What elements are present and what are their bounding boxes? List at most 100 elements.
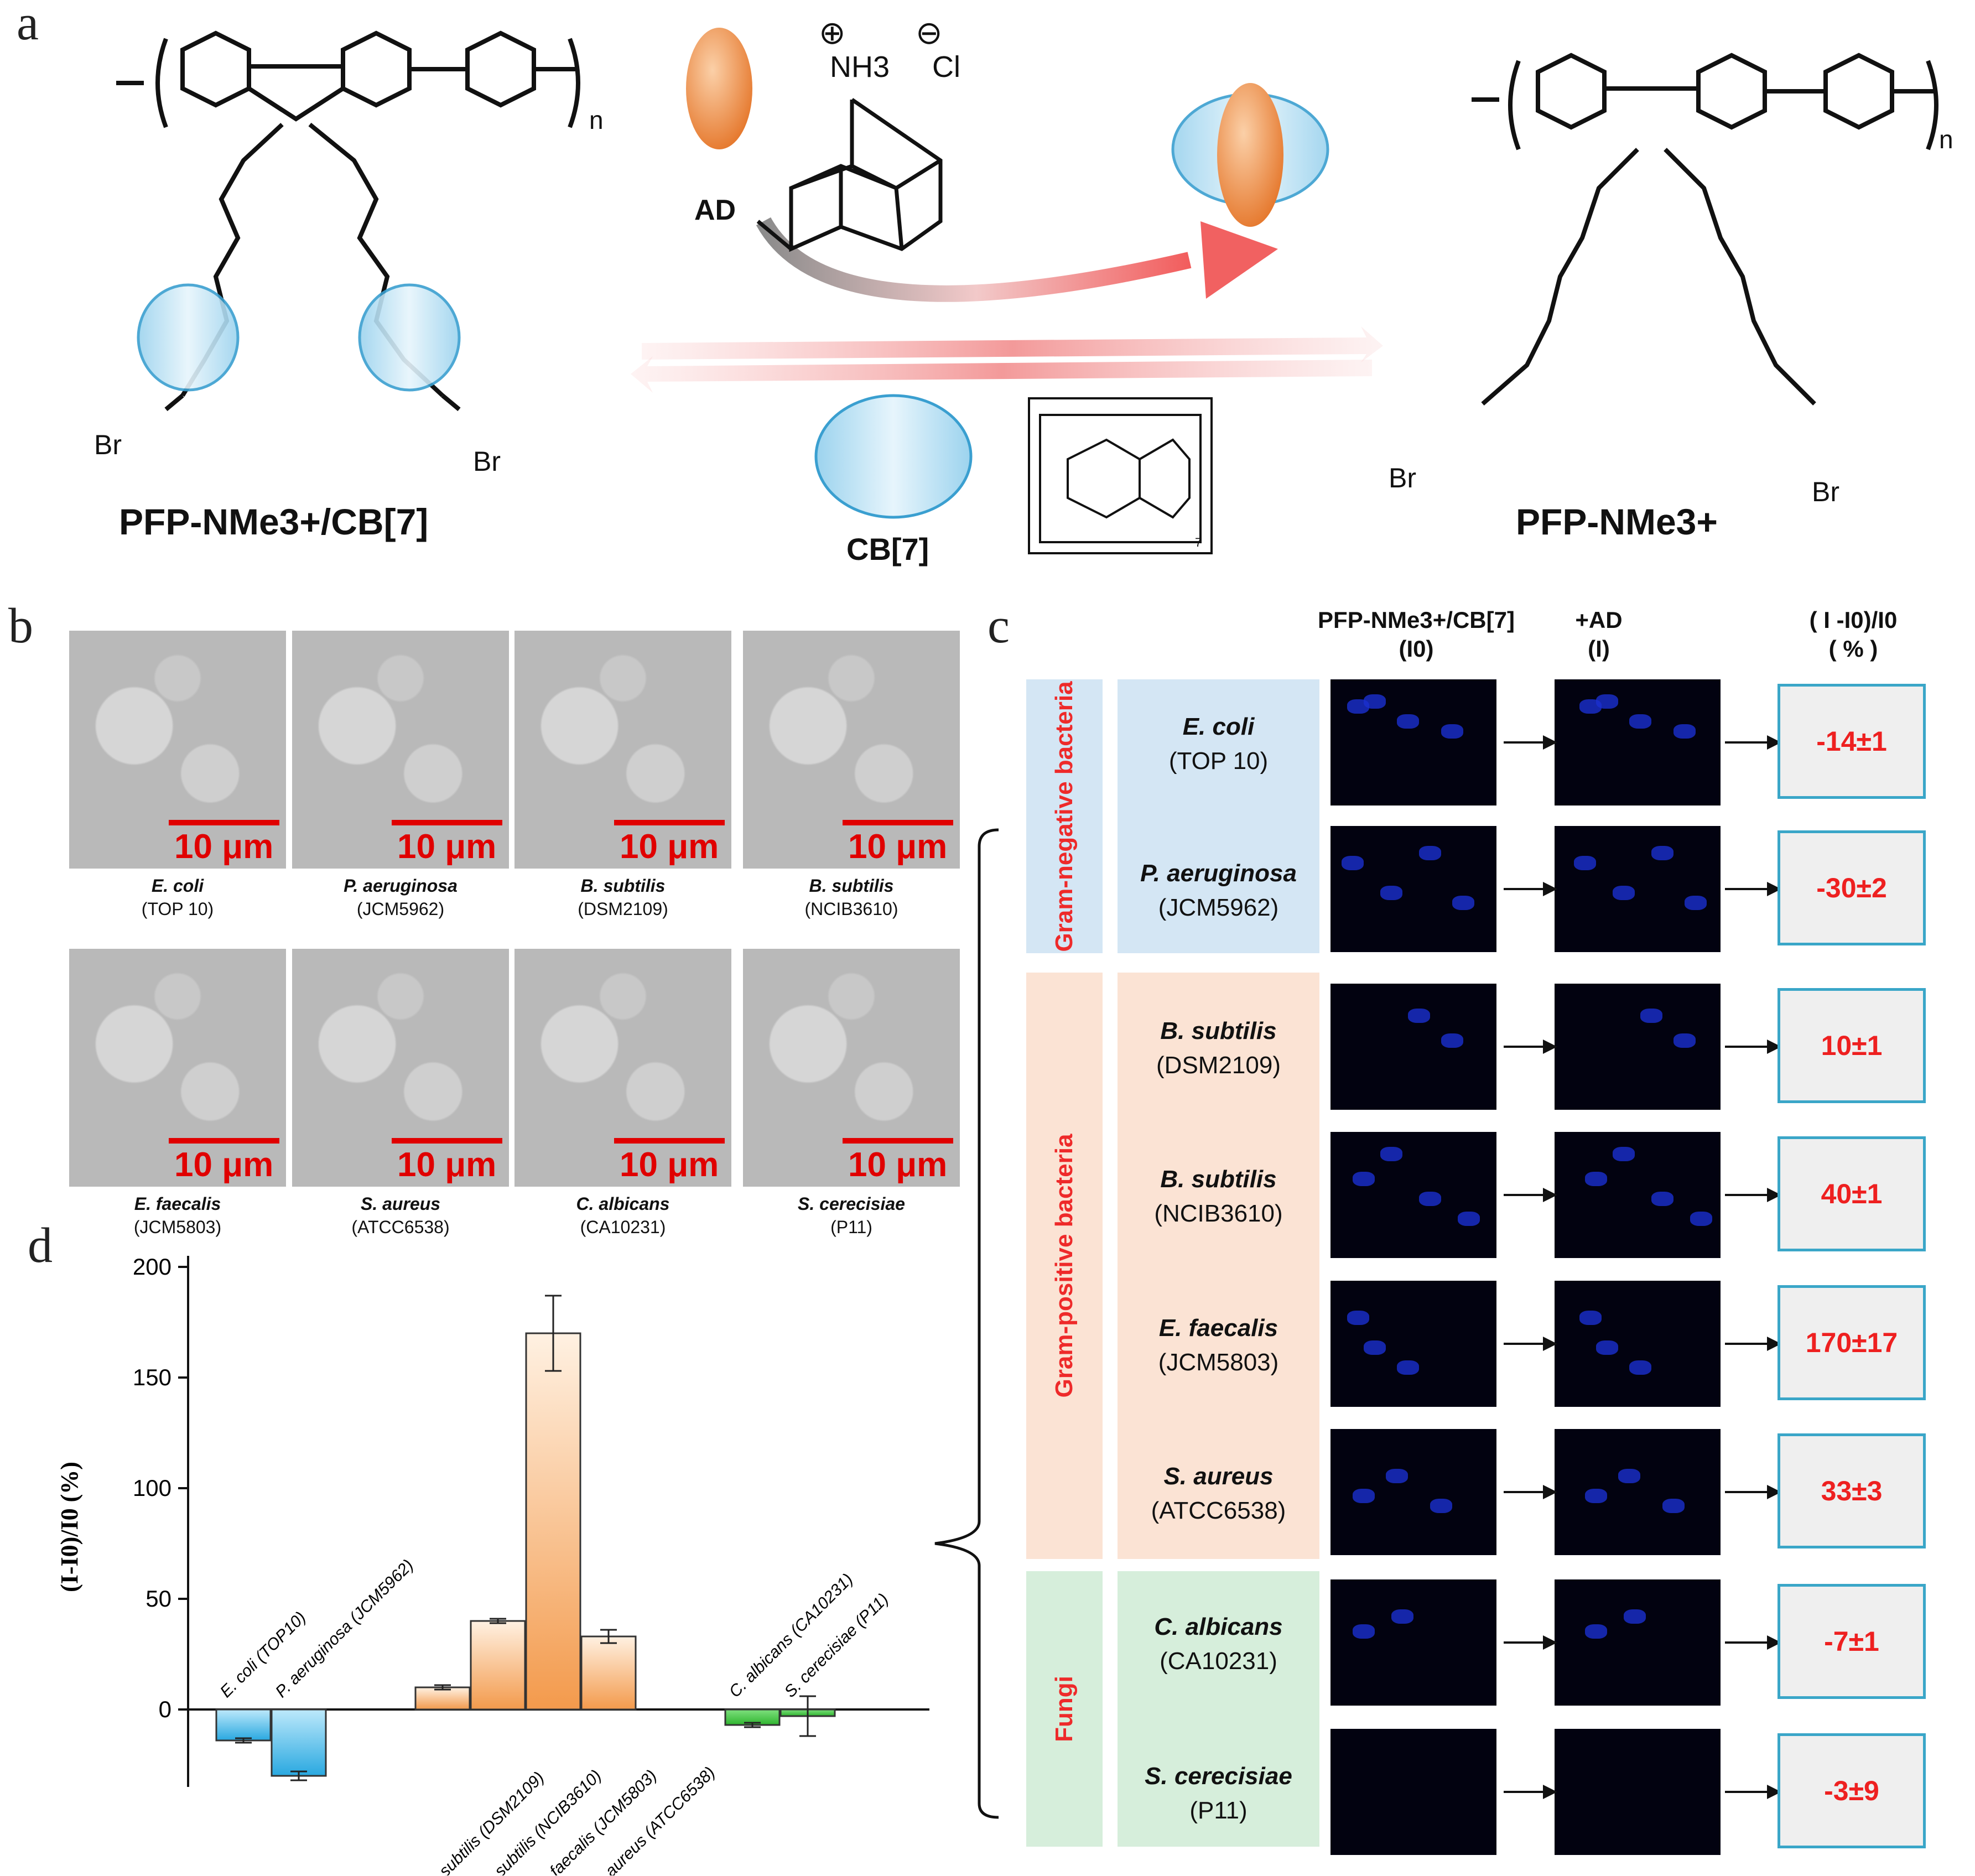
micrograph-6: 10 μm (292, 949, 509, 1187)
y-tick-label: 150 (133, 1364, 171, 1390)
curved-arrow (756, 217, 1192, 302)
strain-id: (CA10231) (1160, 1648, 1277, 1675)
col3-header-sub: ( % ) (1828, 636, 1878, 662)
right-br-1: Br (1389, 462, 1416, 493)
cell-blob (1690, 1212, 1712, 1226)
right-polymer-structure (1472, 53, 1938, 406)
cell-blob (1452, 896, 1474, 910)
scale-bar-label: 10 μm (848, 1146, 948, 1184)
change-value-box: -7±1 (1778, 1584, 1926, 1699)
ad-label: AD (694, 194, 736, 226)
scale-bar (392, 820, 502, 825)
arrow-icon (1725, 1491, 1769, 1493)
caption-species: E. faecalis (134, 1194, 221, 1214)
cell-blob (1651, 846, 1673, 860)
strain-label-4: B. subtilis(NCIB3610) (1118, 1162, 1319, 1231)
col2-header-sub: (I) (1588, 636, 1610, 662)
scale-bar-label: 10 μm (174, 1146, 274, 1184)
arrow-icon (1504, 1046, 1545, 1048)
arrow-icon (1504, 1194, 1545, 1196)
fluorescence-image-i (1555, 826, 1721, 952)
bar (580, 1635, 637, 1711)
strain-species: E. faecalis (1158, 1314, 1278, 1342)
arrow-icon (1725, 888, 1769, 890)
arrowhead-icon (1543, 1485, 1557, 1499)
caption-strain: (NCIB3610) (804, 899, 898, 919)
cell-blob (1458, 1212, 1480, 1226)
cell-blob (1353, 1172, 1375, 1186)
cell-blob (1579, 1311, 1602, 1325)
left-br-2: Br (473, 446, 501, 477)
cell-blob (1342, 856, 1364, 870)
change-value-box: -30±2 (1778, 830, 1926, 945)
cell-blob (1441, 724, 1463, 739)
arrow-icon (1725, 1791, 1769, 1793)
change-value-box: 40±1 (1778, 1136, 1926, 1251)
scale-bar-label: 10 μm (620, 828, 719, 866)
caption-strain: (DSM2109) (578, 899, 668, 919)
fluorescence-image-i0 (1330, 826, 1496, 952)
strain-id: (DSM2109) (1156, 1052, 1281, 1079)
col1-header-sub: (I0) (1399, 636, 1434, 662)
cell-blob (1441, 1033, 1463, 1048)
strain-label-1: E. coli (TOP 10) (1118, 710, 1319, 778)
scale-bar (843, 1138, 953, 1144)
cell-blob (1624, 1609, 1646, 1624)
category-fungi-label: Fungi (1051, 1676, 1078, 1742)
micrograph-caption: B. subtilis(DSM2109) (514, 874, 731, 921)
left-cb7-ring-2 (358, 283, 461, 392)
bracket-connector (934, 828, 999, 1819)
cell-blob (1673, 1033, 1696, 1048)
arrow-icon (1504, 1791, 1545, 1793)
cell-blob (1673, 724, 1696, 739)
cell-blob (1585, 1172, 1607, 1186)
strain-species: B. subtilis (1160, 1017, 1277, 1044)
cell-blob (1585, 1489, 1607, 1503)
change-value-box: -3±9 (1778, 1733, 1926, 1848)
reverse-arrow (631, 356, 1372, 393)
arrow-icon (1504, 1343, 1545, 1345)
micrograph-caption: P. aeruginosa(JCM5962) (292, 874, 509, 921)
cb7-barrel (814, 394, 973, 519)
cell-blob (1618, 1469, 1640, 1483)
arrow-icon (1725, 1641, 1769, 1644)
strain-species: E. coli (1182, 713, 1255, 740)
micrograph-3: 10 μm (514, 631, 731, 869)
fluorescence-image-i (1555, 1429, 1721, 1555)
caption-species: P. aeruginosa (344, 876, 458, 896)
arrow-icon (1504, 1491, 1545, 1493)
arrowhead-icon (1543, 1188, 1557, 1202)
arrow-icon (1504, 1641, 1545, 1644)
micrograph-4: 10 μm (743, 631, 960, 869)
strain-label-5: E. faecalis (JCM5803) (1118, 1311, 1319, 1380)
strain-label-7: C. albicans(CA10231) (1118, 1610, 1319, 1678)
strain-label-8: S. cerecisiae(P11) (1118, 1759, 1319, 1828)
caption-species: B. subtilis (809, 876, 894, 896)
strain-species: B. subtilis (1160, 1166, 1277, 1193)
cell-blob (1640, 1009, 1662, 1023)
panel-letter-d: d (28, 1218, 53, 1273)
strain-id: (ATCC6538) (1151, 1497, 1286, 1524)
cell-blob (1596, 694, 1618, 709)
micrograph-1: 10 μm (69, 631, 286, 869)
fluorescence-image-i0 (1330, 1729, 1496, 1855)
col2-header: +AD (I) (1543, 606, 1654, 663)
left-n-subscript: n (589, 106, 604, 134)
scale-bar (169, 1138, 279, 1144)
fluorescence-image-i (1555, 1579, 1721, 1706)
arrow-icon (1725, 741, 1769, 744)
bar (724, 1708, 781, 1726)
strain-id: (TOP 10) (1168, 747, 1269, 775)
gram-negative-strain-bg (1118, 679, 1319, 953)
left-cb7-ring-1 (137, 283, 240, 392)
cb7-label: CB[7] (846, 532, 929, 567)
cell-blob (1397, 714, 1419, 729)
strain-id: (JCM5803) (1158, 1349, 1279, 1376)
caption-strain: (P11) (830, 1217, 872, 1237)
arrow-icon (1725, 1046, 1769, 1048)
arrow-icon (1725, 1194, 1769, 1196)
micrograph-caption: S. aureus(ATCC6538) (292, 1192, 509, 1239)
cell-blob (1386, 1469, 1408, 1483)
cell-blob (1574, 856, 1596, 870)
change-value-box: 33±3 (1778, 1433, 1926, 1548)
